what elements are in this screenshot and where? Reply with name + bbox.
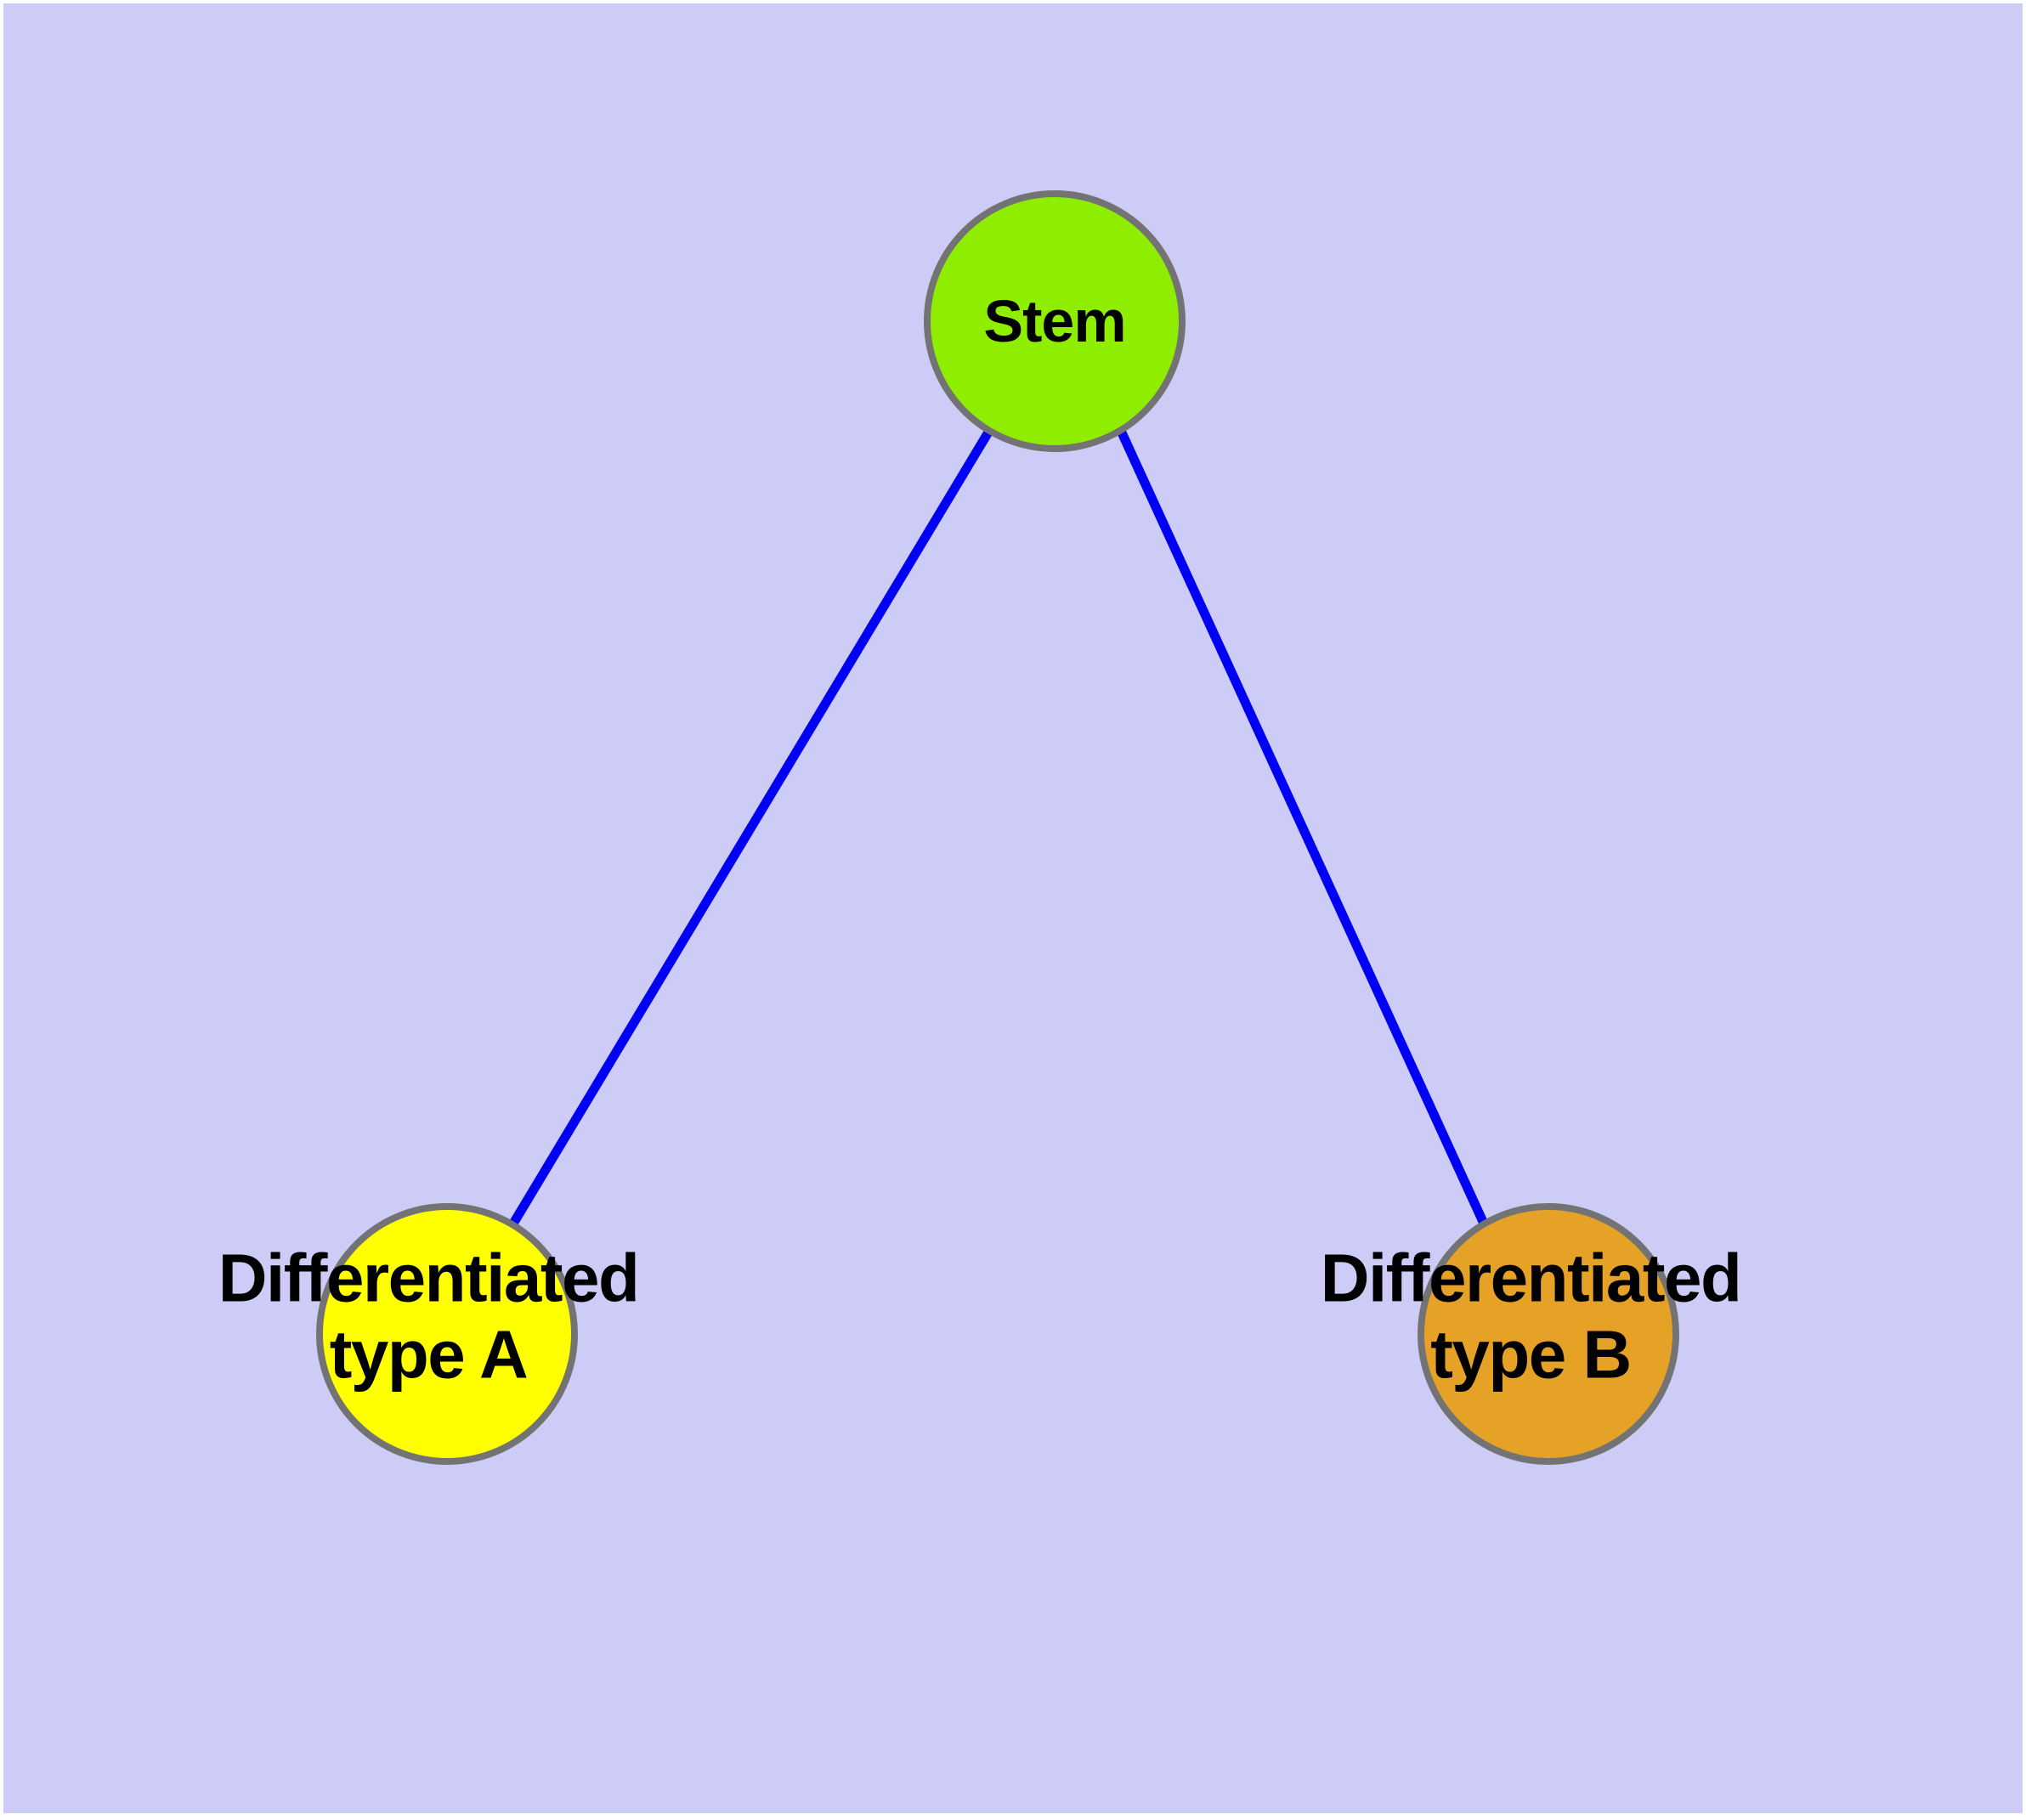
node-layer [316,190,1679,1465]
node-differentiated-type-b[interactable] [1418,1203,1679,1465]
edge-stem-to-diff-a[interactable] [509,428,993,1226]
graph-svg [316,190,1679,1465]
edge-layer [509,428,1489,1226]
edge-stem-to-diff-b[interactable] [1116,428,1489,1226]
node-differentiated-type-a[interactable] [316,1203,578,1465]
node-stem[interactable] [924,190,1186,452]
